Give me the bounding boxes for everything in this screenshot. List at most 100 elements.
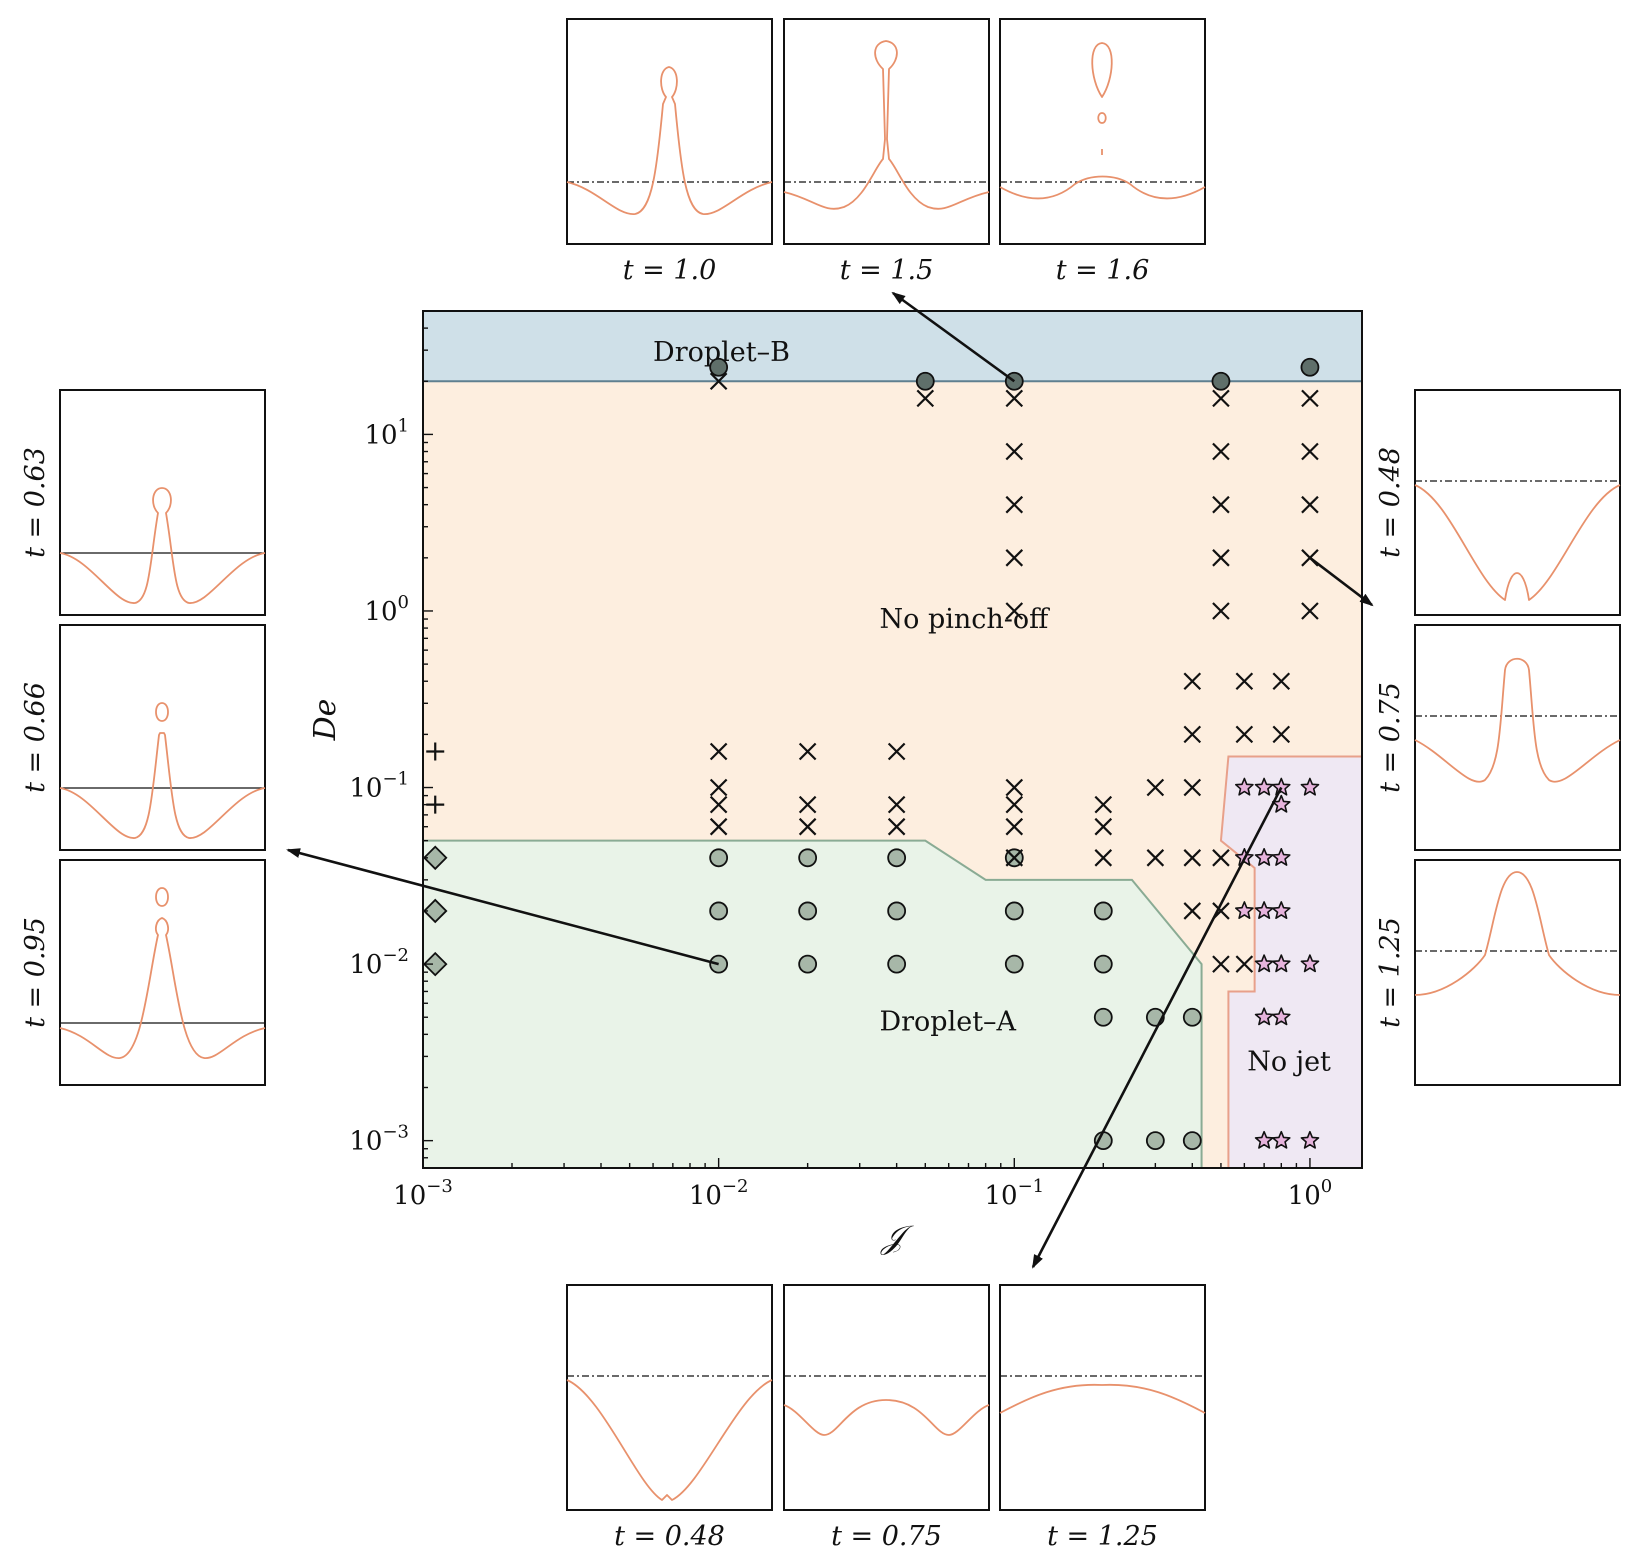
point-cross <box>1212 389 1230 408</box>
point-cross <box>1146 849 1165 867</box>
point-star <box>1254 1130 1274 1149</box>
point-circle-dark <box>1300 357 1320 377</box>
point-cross <box>1005 389 1024 408</box>
point-star <box>1300 954 1320 973</box>
point-star <box>1235 777 1254 796</box>
inset-panel-top <box>566 18 773 245</box>
y-axis-label: De <box>308 699 343 742</box>
inset-time-label: t = 1.6 <box>1056 255 1150 286</box>
point-cross <box>1183 902 1202 920</box>
interface-curve <box>999 1383 1206 1414</box>
point-star <box>1271 777 1291 796</box>
point-cross <box>1094 849 1113 867</box>
point-cross <box>916 389 935 408</box>
point-cross <box>1212 955 1230 973</box>
point-circle-light <box>709 848 729 868</box>
inset-time-label: t = 0.75 <box>831 1521 942 1552</box>
point-circle-light <box>1093 1007 1113 1027</box>
y-tick-label: 10−1 <box>349 769 409 804</box>
point-cross <box>1005 495 1024 514</box>
point-circle-light <box>1182 1131 1202 1151</box>
point-circle-light <box>1093 954 1113 974</box>
point-star <box>1254 954 1274 973</box>
inset-time-label: t = 1.0 <box>623 255 717 286</box>
point-cross <box>1212 442 1230 461</box>
inset-time-label: t = 0.75 <box>1375 682 1406 793</box>
region-droplet-a <box>423 840 1202 1168</box>
point-cross <box>1212 495 1230 514</box>
inset-panel-right <box>1414 859 1621 1086</box>
inset-time-label: t = 0.95 <box>20 917 51 1028</box>
interface-curve <box>1097 112 1107 124</box>
point-circle-light <box>1004 901 1024 921</box>
no-jet-boundary <box>1219 755 1362 1168</box>
point-cross <box>1005 795 1024 814</box>
point-cross <box>1272 725 1291 744</box>
point-cross <box>1212 602 1230 620</box>
x-tick-label: 10−3 <box>393 1176 453 1211</box>
point-circle-light <box>1093 901 1113 921</box>
interface-curve <box>783 1399 990 1436</box>
point-star <box>1271 1130 1291 1149</box>
point-cross <box>1005 817 1024 836</box>
point-cross <box>1183 672 1202 691</box>
point-circle-light <box>798 901 818 921</box>
point-cross <box>887 795 906 814</box>
point-cross <box>1094 817 1113 836</box>
region-no-jet <box>1220 756 1362 1168</box>
point-circle-dark <box>709 357 729 377</box>
inset-time-label: t = 1.5 <box>840 255 934 286</box>
x-tick-label: 100 <box>1288 1176 1333 1211</box>
point-circle-light <box>798 954 818 974</box>
point-cross <box>1005 778 1024 797</box>
y-tick-label: 10−3 <box>349 1122 409 1157</box>
point-cross <box>709 372 728 391</box>
droplet-a-boundary <box>423 839 1203 1168</box>
point-cross <box>1212 549 1230 567</box>
point-circle-dark <box>915 371 935 391</box>
inset-time-label: t = 0.63 <box>20 447 51 558</box>
region-no-pinch-off <box>423 381 1362 1168</box>
arrow-to-left-insets <box>286 848 719 966</box>
point-star <box>1271 1007 1291 1026</box>
interface-curve <box>1414 657 1621 783</box>
point-circle-light <box>1182 1007 1202 1027</box>
point-star <box>1254 1007 1274 1026</box>
inset-panel-left <box>59 859 266 1086</box>
point-diamond <box>422 951 448 977</box>
point-circle-light <box>887 848 907 868</box>
point-cross <box>1212 849 1230 867</box>
point-cross <box>1235 672 1254 691</box>
point-cross <box>1183 778 1202 797</box>
phase-regions <box>423 311 1362 1168</box>
arrow-to-top-insets <box>891 291 1016 383</box>
point-cross <box>1235 725 1254 744</box>
arrows <box>286 291 1374 1269</box>
point-circle-light <box>887 901 907 921</box>
region-label: Droplet–A <box>879 1007 1016 1038</box>
point-circle-light <box>1004 954 1024 974</box>
y-tick-label: 101 <box>364 415 409 450</box>
arrow-to-bottom-insets <box>1031 786 1283 1269</box>
point-cross <box>1301 495 1319 514</box>
point-cross <box>1235 955 1254 973</box>
region-droplet-b <box>423 311 1362 382</box>
interface-curve <box>155 702 169 722</box>
interface-curve <box>566 66 773 215</box>
point-plus <box>426 742 445 761</box>
x-tick-label: 10−2 <box>689 1176 749 1211</box>
point-star <box>1300 1130 1320 1149</box>
point-star <box>1271 954 1291 973</box>
region-label: No jet <box>1247 1046 1331 1077</box>
interface-curve <box>59 732 266 839</box>
interface-curve <box>999 175 1206 200</box>
interface-curve <box>1414 484 1621 601</box>
point-circle-light <box>1145 1131 1165 1151</box>
point-circle-light <box>709 901 729 921</box>
interface-curve <box>155 887 169 907</box>
interface-curve <box>59 917 266 1059</box>
